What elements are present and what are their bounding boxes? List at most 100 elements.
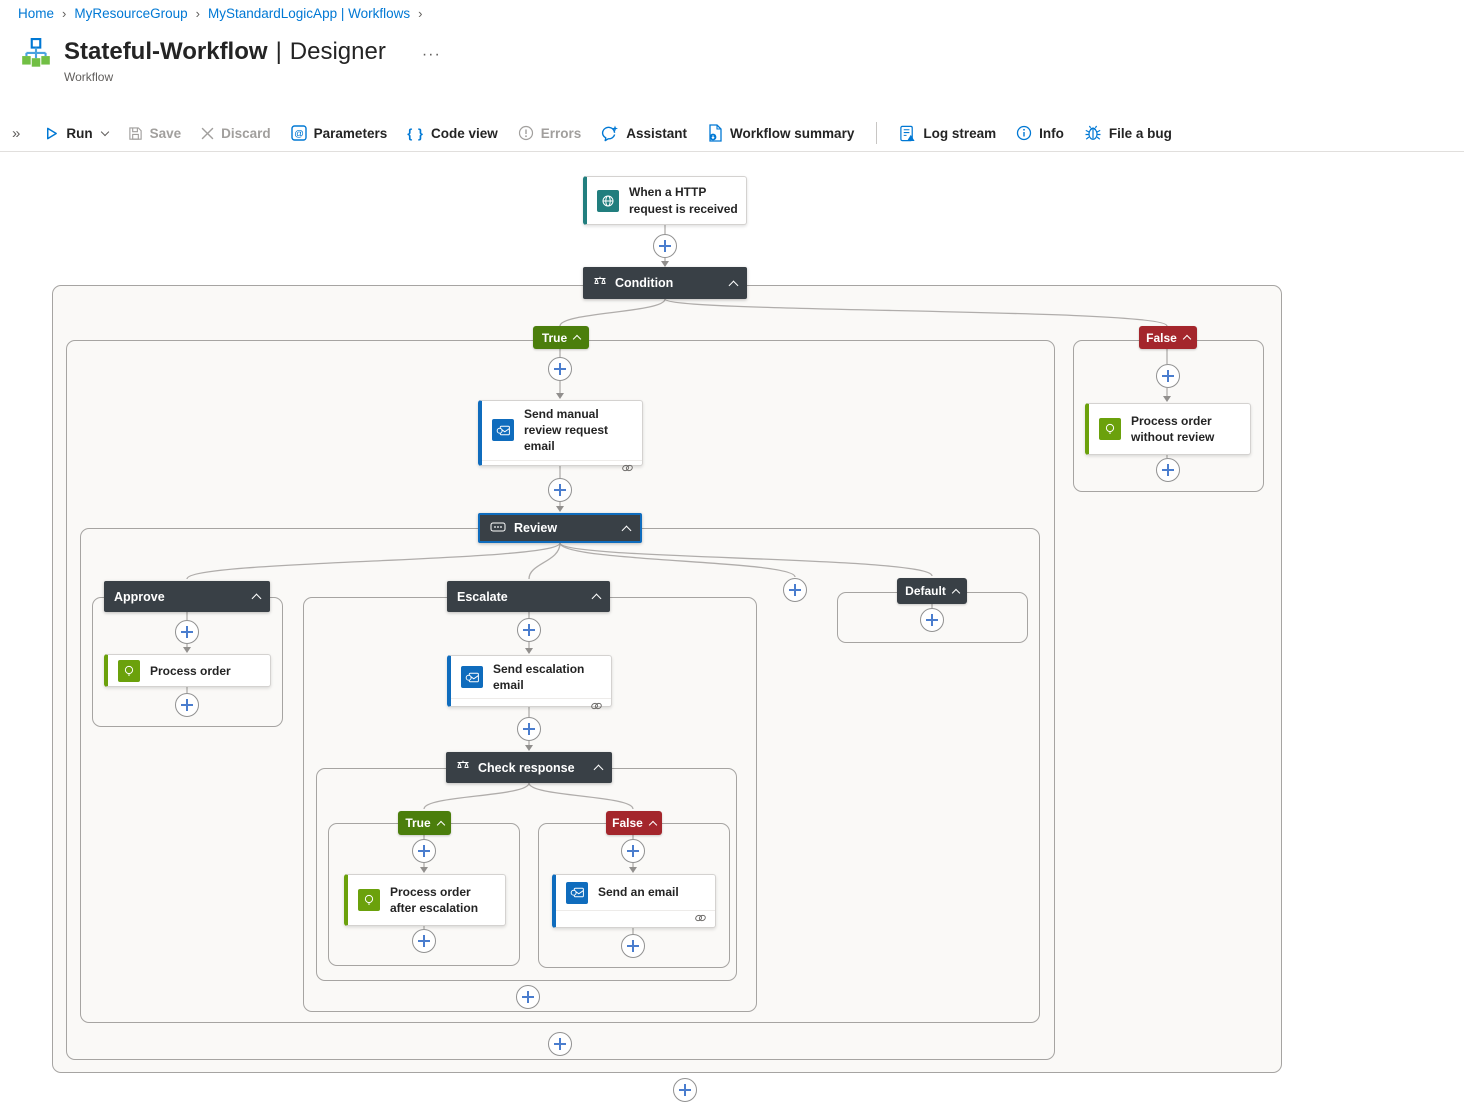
add-action-button[interactable] — [548, 478, 572, 502]
review-switch-action[interactable]: Review — [478, 513, 642, 543]
condition-icon — [456, 760, 470, 775]
escalate-case-header[interactable]: Escalate — [447, 581, 610, 612]
more-options-icon[interactable]: ··· — [421, 46, 441, 63]
inline-code-icon — [1099, 418, 1121, 440]
add-action-button[interactable] — [412, 929, 436, 953]
add-action-button[interactable] — [653, 234, 677, 258]
action-card-send-manual-review[interactable]: Send manual review request email — [478, 400, 643, 471]
breadcrumb-separator: › — [195, 6, 200, 21]
svg-text:@: @ — [294, 129, 303, 140]
collapse-icon[interactable] — [1182, 334, 1192, 344]
chevron-down-icon — [100, 127, 109, 136]
connection-footer — [451, 698, 611, 715]
add-action-button[interactable] — [548, 357, 572, 381]
collapse-icon[interactable] — [436, 820, 445, 829]
condition-true-badge[interactable]: True — [533, 326, 589, 349]
review-label: Review — [514, 521, 558, 535]
breadcrumb-separator: › — [62, 6, 67, 21]
add-action-button[interactable] — [517, 717, 541, 741]
inline-code-icon — [358, 889, 380, 911]
page-title: Stateful-Workflow | Designer ··· — [64, 38, 441, 66]
condition-action[interactable]: Condition — [583, 267, 747, 299]
breadcrumb-resource-group[interactable]: MyResourceGroup — [74, 6, 188, 21]
collapse-icon[interactable] — [572, 334, 582, 344]
info-circle-icon — [1016, 125, 1032, 141]
add-action-button[interactable] — [621, 934, 645, 958]
trigger-card-http-request[interactable]: When a HTTP request is received — [583, 176, 747, 225]
approve-case-header[interactable]: Approve — [104, 581, 270, 612]
collapse-icon[interactable] — [728, 280, 739, 290]
file-a-bug-button[interactable]: File a bug — [1084, 125, 1172, 141]
workflow-name: Stateful-Workflow — [64, 38, 268, 65]
save-button[interactable]: Save — [128, 126, 181, 141]
collapse-icon[interactable] — [621, 525, 632, 535]
outlook-icon — [461, 666, 483, 689]
log-stream-button[interactable]: Log stream — [899, 125, 996, 142]
trigger-label: When a HTTP request is received — [629, 185, 738, 216]
breadcrumb-home[interactable]: Home — [18, 6, 55, 21]
outlook-icon — [566, 881, 588, 904]
collapse-icon[interactable] — [951, 588, 961, 597]
action-card-send-an-email[interactable]: Send an email — [552, 874, 716, 928]
errors-button[interactable]: Errors — [518, 125, 581, 141]
bug-icon — [1084, 125, 1102, 141]
page-header: Stateful-Workflow | Designer ··· Workflo… — [20, 38, 441, 84]
switch-icon — [490, 521, 506, 535]
action-card-process-order-without-review[interactable]: Process order without review — [1085, 403, 1251, 455]
collapse-icon[interactable] — [648, 820, 658, 829]
add-action-button[interactable] — [175, 693, 199, 717]
page-subtitle: Workflow — [64, 70, 114, 84]
collapse-panel-icon[interactable]: » — [12, 124, 21, 142]
add-action-button[interactable] — [673, 1078, 697, 1102]
add-action-button[interactable] — [1156, 364, 1180, 388]
action-card-process-order-after-escalation[interactable]: Process order after escalation — [344, 874, 506, 926]
parameters-button[interactable]: @ Parameters — [290, 125, 387, 141]
braces-icon: { } — [407, 125, 424, 141]
check-false-badge[interactable]: False — [606, 811, 662, 835]
check-response-action[interactable]: Check response — [446, 752, 612, 783]
add-action-button[interactable] — [548, 1032, 572, 1056]
connection-footer — [482, 459, 642, 478]
add-action-button[interactable] — [175, 620, 199, 644]
collapse-icon[interactable] — [591, 593, 602, 604]
command-bar: » Run Save Discard @ Parameters — [0, 115, 1464, 152]
view-name: Designer — [289, 38, 386, 65]
assistant-button[interactable]: Assistant — [601, 125, 687, 142]
title-divider: | — [275, 38, 282, 65]
check-true-badge[interactable]: True — [398, 811, 451, 835]
save-icon — [128, 126, 143, 141]
chat-sparkle-icon — [601, 125, 619, 142]
breadcrumb-logic-app-workflows[interactable]: MyStandardLogicApp | Workflows — [208, 6, 411, 21]
log-document-icon — [899, 125, 916, 142]
discard-button[interactable]: Discard — [201, 126, 271, 141]
play-icon — [44, 126, 59, 141]
collapse-icon[interactable] — [251, 593, 262, 604]
at-sign-icon: @ — [290, 125, 307, 141]
add-action-button[interactable] — [517, 618, 541, 642]
add-case-button[interactable] — [783, 578, 807, 602]
add-action-button[interactable] — [412, 839, 436, 863]
default-case-badge[interactable]: Default — [897, 578, 967, 604]
add-action-button[interactable] — [1156, 458, 1180, 482]
run-button[interactable]: Run — [44, 126, 109, 141]
http-request-icon — [597, 189, 619, 212]
connection-icon[interactable] — [694, 910, 707, 928]
connection-footer — [556, 910, 715, 927]
condition-icon — [593, 276, 607, 291]
breadcrumb-separator: › — [418, 6, 423, 21]
connection-icon[interactable] — [621, 460, 634, 478]
action-card-send-escalation-email[interactable]: Send escalation email — [447, 655, 612, 710]
add-action-button[interactable] — [516, 985, 540, 1009]
add-action-button[interactable] — [920, 608, 944, 632]
inline-code-icon — [118, 660, 140, 682]
collapse-icon[interactable] — [593, 764, 604, 775]
add-action-button[interactable] — [621, 839, 645, 863]
code-view-button[interactable]: { } Code view — [407, 125, 498, 141]
action-card-process-order[interactable]: Process order — [104, 654, 271, 687]
workflow-summary-button[interactable]: Workflow summary — [707, 124, 854, 142]
connection-icon[interactable] — [590, 698, 603, 716]
workflow-icon — [20, 38, 52, 77]
info-button[interactable]: Info — [1016, 125, 1064, 141]
condition-false-badge[interactable]: False — [1139, 326, 1197, 349]
